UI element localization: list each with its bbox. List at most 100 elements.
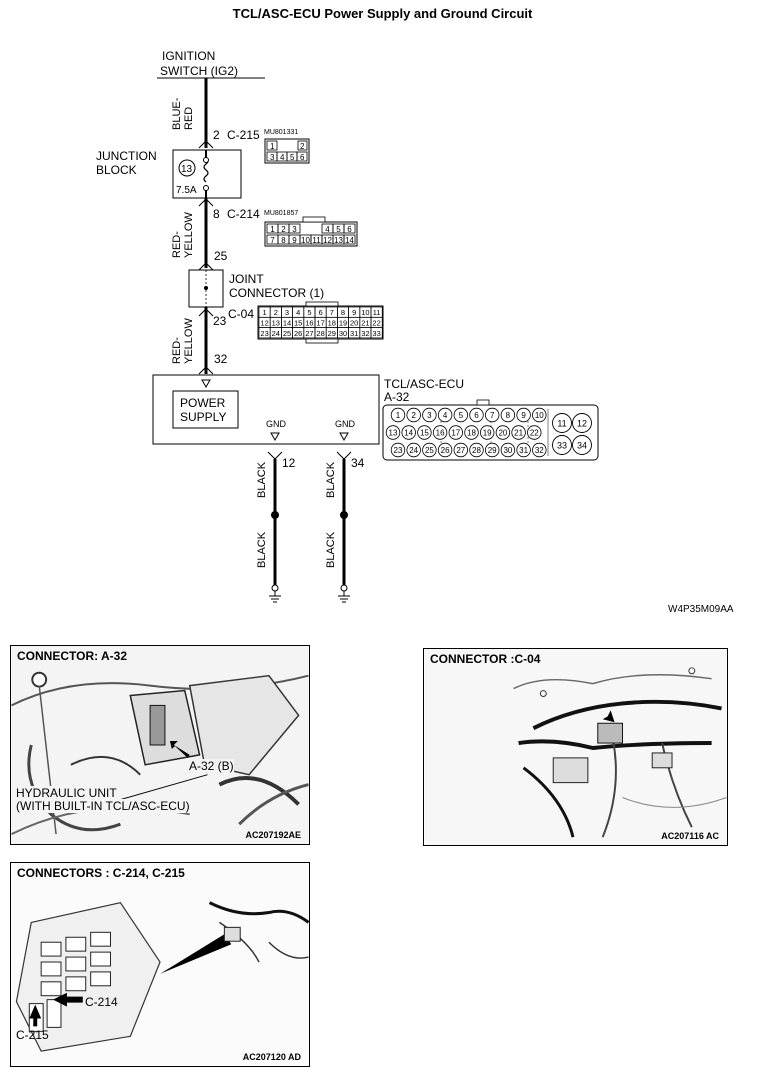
c214-part-number: MU801857 [264, 210, 298, 217]
c214-name: C-214 [227, 207, 260, 221]
photo-c04-header: CONNECTOR :C-04 [430, 652, 541, 666]
a32-pin-28: 28 [472, 446, 481, 455]
c04-pin-21: 21 [361, 319, 369, 328]
c215-pin-5: 5 [290, 153, 295, 162]
c214-pin-13: 13 [334, 236, 343, 245]
a32-pin-17: 17 [451, 429, 460, 438]
fuse-rating: 7.5A [176, 185, 197, 196]
wire3-color-line1: RED- [171, 337, 183, 364]
c215-part-number: MU801331 [264, 129, 298, 136]
a32-pin-8: 8 [506, 411, 511, 420]
c04-pin-23: 23 [260, 329, 268, 338]
hydraulic-unit-label-line1: HYDRAULIC UNIT [16, 786, 117, 800]
a32-pin-21: 21 [514, 429, 523, 438]
a32-pin-29: 29 [488, 446, 497, 455]
c04-pin-20: 20 [350, 319, 358, 328]
fuse-number-circle [178, 159, 196, 177]
c214-pin-9: 9 [292, 236, 297, 245]
wire2-color-line1: RED- [171, 231, 183, 258]
c04-pin-29: 29 [328, 329, 336, 338]
a32-pin-3: 3 [427, 411, 432, 420]
c04-pin-3: 3 [285, 308, 289, 317]
gnd-label-12: GND [266, 419, 287, 429]
a32-pin-27: 27 [456, 446, 465, 455]
wiring-schematic: IGNITION SWITCH (IG2) BLUE- RED RED- YEL… [96, 49, 734, 615]
photo-connectors-c214-c215: CONNECTORS : C-214, C-215 C-214 C-215 AC… [10, 862, 310, 1067]
ground-splice-12 [271, 511, 279, 519]
photo-c214-header: CONNECTORS : C-214, C-215 [17, 866, 185, 880]
junction-block-label-line1: JUNCTION [96, 149, 157, 163]
callout-arrow-a32 [169, 741, 190, 758]
c04-pin-19: 19 [339, 319, 347, 328]
c215-name: C-215 [227, 128, 260, 142]
c04-pin: 23 [213, 314, 227, 328]
c04-pin-9: 9 [352, 308, 356, 317]
wire1-color-line1: BLUE- [171, 97, 183, 130]
c04-pin-16: 16 [305, 319, 313, 328]
a32-pin-22: 22 [530, 429, 539, 438]
ignition-switch-label-line1: IGNITION [162, 49, 215, 63]
c04-pin-28: 28 [316, 329, 324, 338]
jc-in-pin: 25 [214, 249, 228, 263]
engine-bay-photo [11, 646, 309, 844]
a32-pin-16: 16 [436, 429, 445, 438]
ground-splice-34 [340, 511, 348, 519]
c04-pin-27: 27 [305, 329, 313, 338]
gnd-pin-34: 34 [351, 456, 365, 470]
c04-terminal-mark [198, 308, 214, 317]
a32-pin-7: 7 [490, 411, 495, 420]
ground-wire-color-2: BLACK [325, 461, 337, 498]
a32-pin-18: 18 [467, 429, 476, 438]
photo-connector-a32: CONNECTOR: A-32 A-32 (B) HYDRAULIC UNIT … [10, 645, 310, 845]
a32-pin-33: 33 [557, 441, 567, 451]
ground-wire-color-3: BLACK [256, 531, 268, 568]
a32-pin-30: 30 [503, 446, 512, 455]
ground-wire-color-1: BLACK [256, 461, 268, 498]
c04-pin-12: 12 [260, 319, 268, 328]
a32-pin-5: 5 [459, 411, 464, 420]
c04-pin-1: 1 [263, 308, 267, 317]
ecu-in-pin: 32 [214, 352, 228, 366]
c04-pin-13: 13 [272, 319, 280, 328]
diagram-title: TCL/ASC-ECU Power Supply and Ground Circ… [232, 6, 533, 21]
power-supply-label-line1: POWER [180, 396, 226, 410]
wire1-color-line2: RED [183, 107, 195, 130]
a32-pin-23: 23 [394, 446, 403, 455]
a32-pin-14: 14 [404, 429, 413, 438]
c04-pin-30: 30 [339, 329, 347, 338]
a32-pin-10: 10 [535, 411, 544, 420]
a32-pin-25: 25 [425, 446, 434, 455]
a32-pin-12: 12 [577, 419, 587, 429]
gnd-label-34: GND [335, 419, 356, 429]
ecu-label: TCL/ASC-ECU [384, 377, 464, 391]
c214-pin-6: 6 [347, 225, 352, 234]
photo-c04-code: AC207116 AC [661, 831, 719, 841]
c214-pin-1: 1 [270, 225, 275, 234]
c04-pin-18: 18 [328, 319, 336, 328]
c214-pin-4: 4 [325, 225, 330, 234]
a32-pin-32: 32 [535, 446, 544, 455]
wire3-color-line2: YELLOW [183, 318, 195, 364]
ground-wire-color-4: BLACK [325, 531, 337, 568]
c04-pin-10: 10 [361, 308, 369, 317]
c04-pin-11: 11 [373, 308, 381, 317]
ground-symbol-12 [269, 584, 281, 603]
hydraulic-unit-label-line2: (WITH BUILT-IN TCL/ASC-ECU) [16, 799, 190, 813]
a32-pin-13: 13 [389, 429, 398, 438]
c214-pin-12: 12 [323, 236, 332, 245]
fuse-number: 13 [181, 164, 193, 175]
c215-pin-1: 1 [270, 142, 275, 151]
c04-name: C-04 [228, 307, 254, 321]
a32-pin-34: 34 [577, 441, 587, 451]
c215-face: 1 2 3 4 5 6 [264, 138, 310, 164]
photo-connector-c04: CONNECTOR :C-04 AC207116 AC [423, 648, 728, 846]
a32-pin-11: 11 [557, 419, 566, 429]
a32-pin-4: 4 [443, 411, 448, 420]
a32-pin-31: 31 [519, 446, 528, 455]
callout-c214: C-214 [85, 995, 118, 1009]
photo-c214-code: AC207120 AD [242, 1052, 301, 1062]
callout-a32b: A-32 (B) [189, 759, 234, 773]
